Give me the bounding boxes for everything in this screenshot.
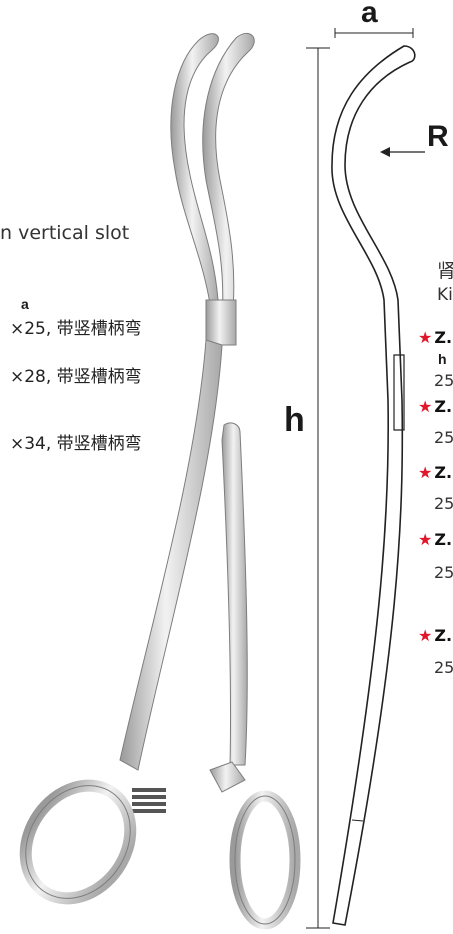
drawing-slot — [393, 354, 405, 431]
product-title-cn: 肾 — [437, 260, 453, 282]
catalog-size: 25 — [434, 428, 453, 447]
catalog-size: 25 — [434, 371, 453, 390]
forceps-joint — [205, 299, 237, 346]
product-title-en: Ki — [437, 285, 453, 305]
star-icon: ★ — [418, 530, 433, 549]
catalog-dim-marker: h — [438, 351, 447, 367]
forceps-shank-right — [221, 422, 248, 766]
forceps-ratchet — [132, 788, 166, 813]
star-icon: ★ — [418, 397, 433, 416]
catalog-code: ★Z. — [418, 397, 453, 416]
star-icon: ★ — [418, 626, 433, 645]
catalog-code: ★Z. — [418, 530, 453, 549]
forceps-image — [19, 32, 301, 930]
spec-line: ×25, 带竖槽柄弯 — [10, 319, 142, 339]
catalog-code: ★Z. — [418, 328, 453, 347]
forceps-jaw-right — [202, 32, 255, 321]
dimension-label-h: h — [284, 401, 305, 439]
description-english: n vertical slot — [0, 222, 130, 244]
dimension-label-a: a — [361, 0, 378, 29]
technical-drawing — [306, 28, 425, 929]
forceps-shank-left — [119, 339, 223, 771]
catalog-size: 25 — [434, 563, 453, 582]
catalog-code: ★Z. — [418, 626, 453, 645]
spec-line: ×34, 带竖槽柄弯 — [10, 434, 142, 454]
spec-dim-marker: a — [21, 296, 29, 312]
catalog-size: 25 — [434, 658, 453, 677]
forceps-jaw-left — [170, 33, 219, 305]
dimension-label-r: R — [427, 120, 449, 153]
star-icon: ★ — [418, 328, 433, 347]
catalog-code: ★Z. — [418, 463, 453, 482]
spec-line: ×28, 带竖槽柄弯 — [10, 367, 142, 387]
star-icon: ★ — [418, 463, 433, 482]
drawing-outline — [331, 45, 416, 926]
catalog-size: 25 — [434, 494, 453, 513]
